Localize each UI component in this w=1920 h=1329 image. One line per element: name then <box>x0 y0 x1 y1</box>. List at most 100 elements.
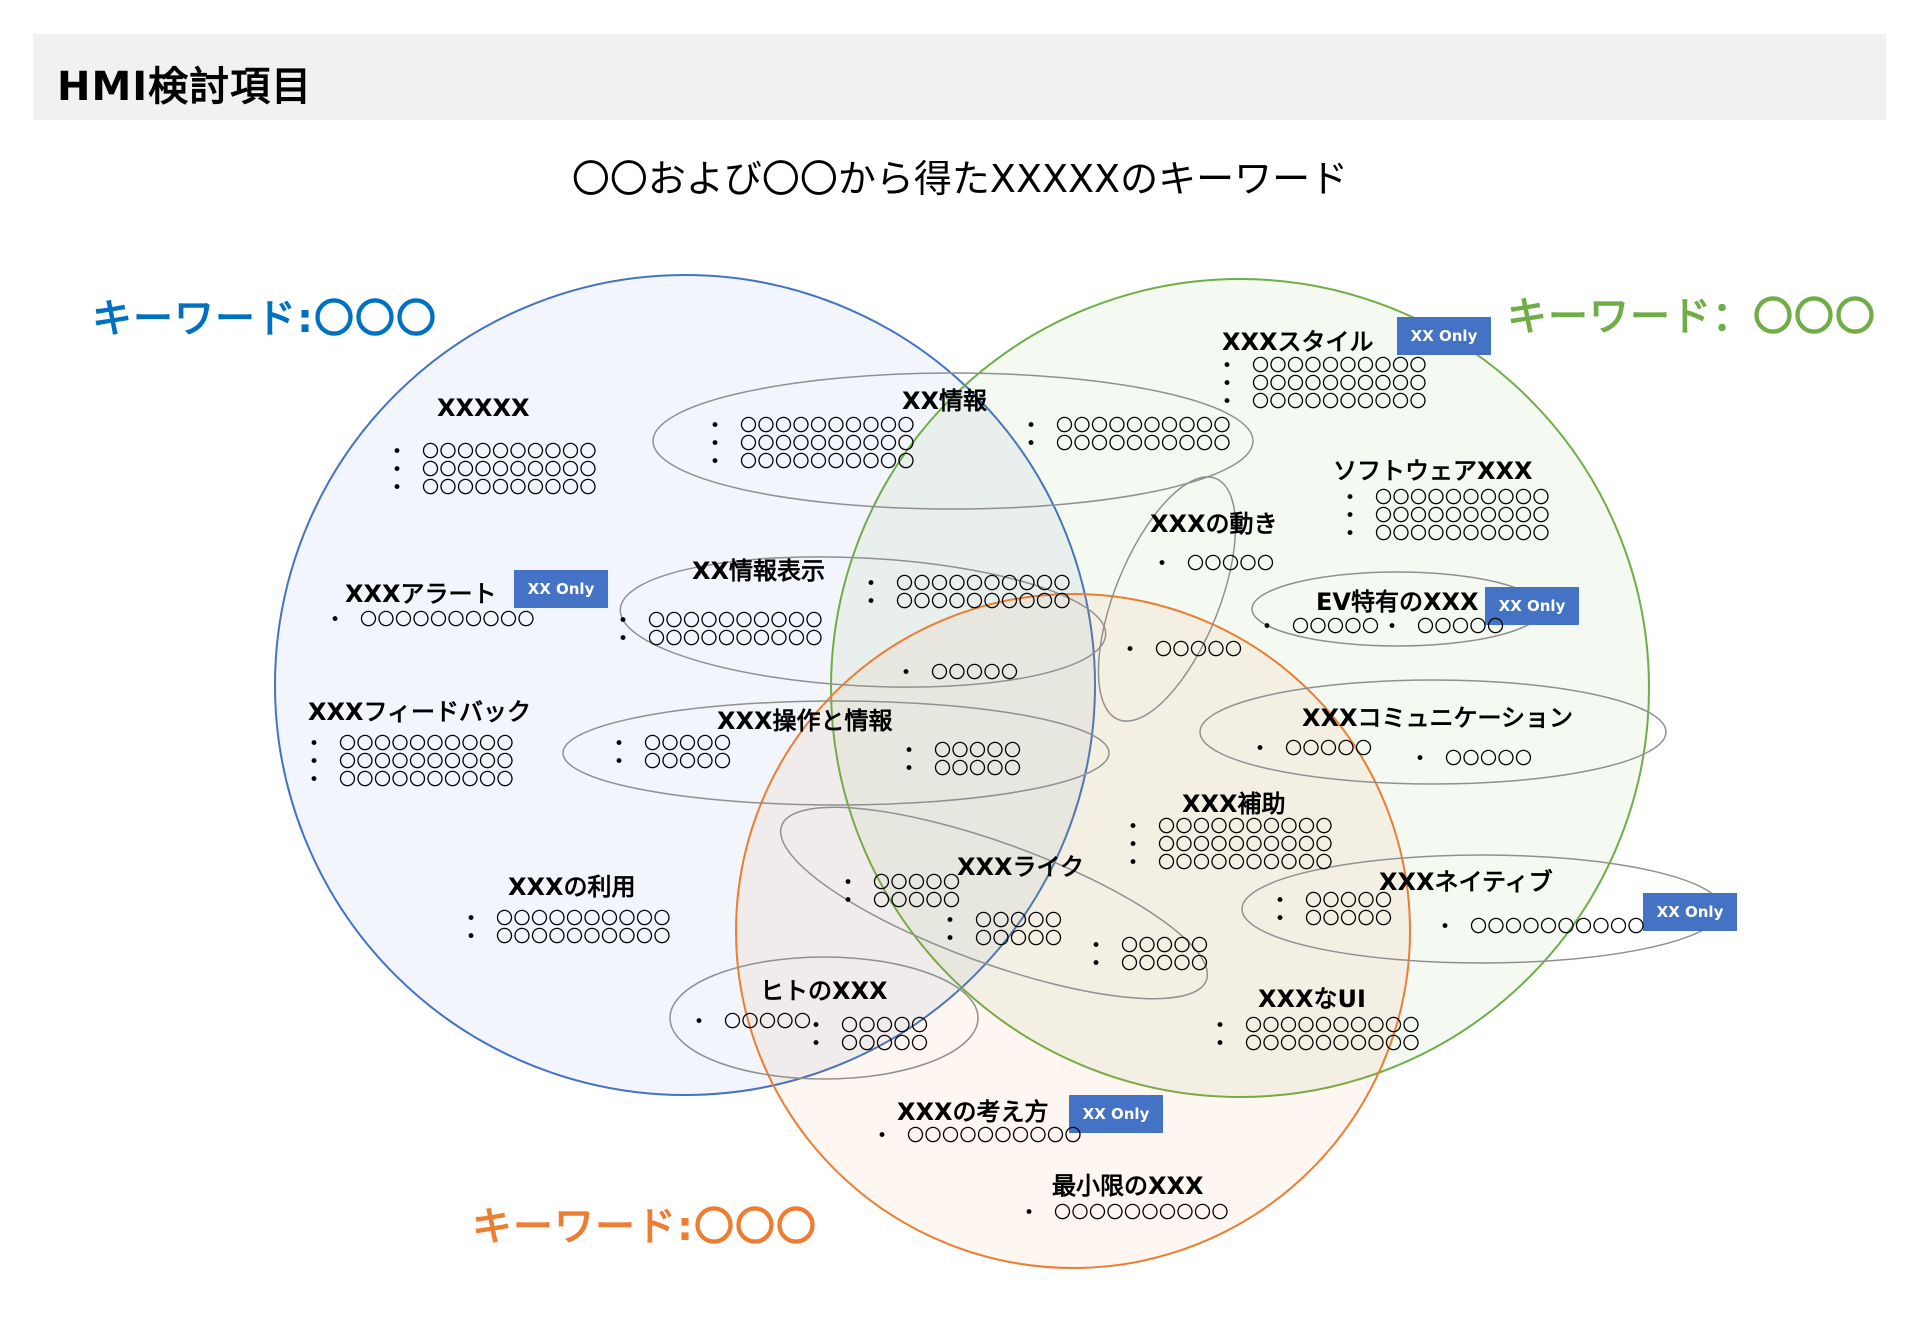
ellipse-xx-info <box>652 372 1254 510</box>
group-title-software: ソフトウェアXXX <box>1333 457 1533 485</box>
page-title: HMI検討項目 <box>57 64 313 110</box>
list-item: 〇〇〇〇〇〇〇〇〇〇 <box>710 417 915 435</box>
ellipse-info-display <box>619 556 1107 688</box>
item-list: 〇〇〇〇〇 〇〇〇〇〇 <box>1275 892 1393 928</box>
list-item: 〇〇〇〇〇 <box>904 742 1022 760</box>
list-item: 〇〇〇〇〇 <box>1091 937 1209 955</box>
group-title-alert: XXXアラート <box>345 580 497 608</box>
group-title-feedback: XXXフィードバック <box>308 698 532 726</box>
item-list: 〇〇〇〇〇 〇〇〇〇〇 <box>614 735 732 771</box>
list-item: 〇〇〇〇〇〇〇〇〇〇 <box>1222 375 1427 393</box>
item-list: 〇〇〇〇〇〇〇〇〇〇 〇〇〇〇〇〇〇〇〇〇 <box>466 910 671 946</box>
list-item: 〇〇〇〇〇〇〇〇〇〇 <box>392 461 597 479</box>
item-list: 〇〇〇〇〇 <box>1387 618 1505 636</box>
list-item: 〇〇〇〇〇〇〇〇〇〇 <box>866 593 1071 611</box>
list-item: 〇〇〇〇〇 <box>843 874 961 892</box>
ellipse-operation-info <box>562 700 1110 806</box>
group-title-info-display: XX情報表示 <box>692 557 826 585</box>
list-item: 〇〇〇〇〇〇〇〇〇〇 <box>710 435 915 453</box>
list-item: 〇〇〇〇〇〇〇〇〇〇 <box>710 453 915 471</box>
list-item: 〇〇〇〇〇〇〇〇〇〇 <box>1128 818 1333 836</box>
item-list: 〇〇〇〇〇〇〇〇〇〇 〇〇〇〇〇〇〇〇〇〇 <box>1026 417 1231 453</box>
list-item: 〇〇〇〇〇〇〇〇〇〇 <box>309 735 514 753</box>
venn-circle-green <box>830 278 1650 1098</box>
group-title-communication: XXXコミュニケーション <box>1302 704 1574 732</box>
list-item: 〇〇〇〇〇〇〇〇〇〇 <box>618 630 823 648</box>
item-list: 〇〇〇〇〇〇〇〇〇〇 〇〇〇〇〇〇〇〇〇〇 <box>618 612 823 648</box>
item-list: 〇〇〇〇〇 〇〇〇〇〇 <box>945 912 1063 948</box>
group-title-like: XXXライク <box>957 853 1085 881</box>
group-title-movement: XXXの動き <box>1150 510 1278 538</box>
keyword-label-orange: キーワード:〇〇〇 <box>472 1204 817 1250</box>
list-item: 〇〇〇〇〇 <box>1091 955 1209 973</box>
ellipse-communication <box>1199 679 1667 785</box>
item-list: 〇〇〇〇〇〇〇〇〇〇 〇〇〇〇〇〇〇〇〇〇 〇〇〇〇〇〇〇〇〇〇 <box>710 417 915 471</box>
list-item: 〇〇〇〇〇〇〇〇〇〇 <box>392 479 597 497</box>
list-item: 〇〇〇〇〇〇〇〇〇〇 <box>1128 836 1333 854</box>
list-item: 〇〇〇〇〇 <box>1275 910 1393 928</box>
group-title-thinking: XXXの考え方 <box>897 1098 1049 1126</box>
list-item: 〇〇〇〇〇 <box>945 912 1063 930</box>
list-item: 〇〇〇〇〇 <box>811 1035 929 1053</box>
item-list: 〇〇〇〇〇〇〇〇〇〇 〇〇〇〇〇〇〇〇〇〇 <box>1215 1017 1420 1053</box>
list-item: 〇〇〇〇〇〇〇〇〇〇 <box>1222 357 1427 375</box>
item-list: 〇〇〇〇〇〇〇〇〇〇 〇〇〇〇〇〇〇〇〇〇 <box>866 575 1071 611</box>
ellipse-human <box>669 956 979 1080</box>
item-list: 〇〇〇〇〇 〇〇〇〇〇 <box>843 874 961 910</box>
group-title-minimal: 最小限のXXX <box>1052 1172 1204 1200</box>
list-item: 〇〇〇〇〇 <box>1157 555 1275 573</box>
group-xxxxx: XXXXX <box>437 394 530 422</box>
group-title-ev: EV特有のXXX <box>1316 588 1479 616</box>
list-item: 〇〇〇〇〇 <box>1275 892 1393 910</box>
item-list: 〇〇〇〇〇 <box>1157 555 1275 573</box>
list-item: 〇〇〇〇〇 <box>614 735 732 753</box>
group-title-native: XXXネイティブ <box>1379 868 1553 896</box>
list-item: 〇〇〇〇〇 <box>945 930 1063 948</box>
list-item: 〇〇〇〇〇〇〇〇〇〇 <box>466 910 671 928</box>
list-item: 〇〇〇〇〇〇〇〇〇〇 <box>309 753 514 771</box>
item-list: 〇〇〇〇〇 <box>694 1013 812 1031</box>
group-title-xx-info: XX情報 <box>902 387 988 415</box>
keyword-label-blue: キーワード:〇〇〇 <box>92 296 437 342</box>
list-item: 〇〇〇〇〇 <box>901 664 1019 682</box>
keyword-label-green: キーワード：〇〇〇 <box>1507 294 1876 340</box>
item-list: 〇〇〇〇〇 <box>1415 750 1533 768</box>
list-item: 〇〇〇〇〇 <box>843 892 961 910</box>
group-title-human: ヒトのXXX <box>760 977 888 1005</box>
ellipse-like <box>779 806 1209 1000</box>
list-item: 〇〇〇〇〇 <box>904 760 1022 778</box>
diagram-subtitle: 〇〇および〇〇から得たXXXXXのキーワード <box>571 157 1349 201</box>
group-title-assist: XXX補助 <box>1182 790 1286 818</box>
list-item: 〇〇〇〇〇 <box>694 1013 812 1031</box>
group-title-usage: XXXの利用 <box>508 873 636 901</box>
group-title-ui: XXXなUI <box>1258 985 1366 1013</box>
group-title-operation-info: XXX操作と情報 <box>717 707 893 735</box>
item-list: 〇〇〇〇〇 〇〇〇〇〇 <box>811 1017 929 1053</box>
item-list: 〇〇〇〇〇〇〇〇〇〇 〇〇〇〇〇〇〇〇〇〇 〇〇〇〇〇〇〇〇〇〇 <box>392 443 597 497</box>
list-item: 〇〇〇〇〇〇〇〇〇〇 <box>1128 854 1333 872</box>
item-list: 〇〇〇〇〇〇〇〇〇〇 〇〇〇〇〇〇〇〇〇〇 〇〇〇〇〇〇〇〇〇〇 <box>1345 489 1550 543</box>
item-list: 〇〇〇〇〇 <box>1262 618 1380 636</box>
list-item: 〇〇〇〇〇〇〇〇〇〇 <box>1026 417 1231 435</box>
item-list: 〇〇〇〇〇〇〇〇〇〇 〇〇〇〇〇〇〇〇〇〇 〇〇〇〇〇〇〇〇〇〇 <box>309 735 514 789</box>
item-list: 〇〇〇〇〇〇〇〇〇〇 <box>877 1127 1082 1145</box>
list-item: 〇〇〇〇〇〇〇〇〇〇 <box>466 928 671 946</box>
item-list: 〇〇〇〇〇 <box>901 664 1019 682</box>
list-item: 〇〇〇〇〇〇〇〇〇〇 <box>1215 1017 1420 1035</box>
list-item: 〇〇〇〇〇〇〇〇〇〇 <box>1345 525 1550 543</box>
list-item: 〇〇〇〇〇〇〇〇〇〇 <box>330 611 535 629</box>
list-item: 〇〇〇〇〇 <box>1415 750 1533 768</box>
list-item: 〇〇〇〇〇〇〇〇〇〇 <box>1215 1035 1420 1053</box>
item-list: 〇〇〇〇〇 <box>1255 740 1373 758</box>
list-item: 〇〇〇〇〇 <box>1125 641 1243 659</box>
list-item: 〇〇〇〇〇〇〇〇〇〇 <box>392 443 597 461</box>
list-item: 〇〇〇〇〇〇〇〇〇〇 <box>1024 1204 1229 1222</box>
list-item: 〇〇〇〇〇〇〇〇〇〇 <box>1026 435 1231 453</box>
list-item: 〇〇〇〇〇〇〇〇〇〇 <box>1222 393 1427 411</box>
list-item: 〇〇〇〇〇 <box>1262 618 1380 636</box>
xx-only-badge: XX Only <box>514 570 608 608</box>
item-list: 〇〇〇〇〇 <box>1125 641 1243 659</box>
item-list: 〇〇〇〇〇 〇〇〇〇〇 <box>1091 937 1209 973</box>
xx-only-badge: XX Only <box>1069 1095 1163 1133</box>
